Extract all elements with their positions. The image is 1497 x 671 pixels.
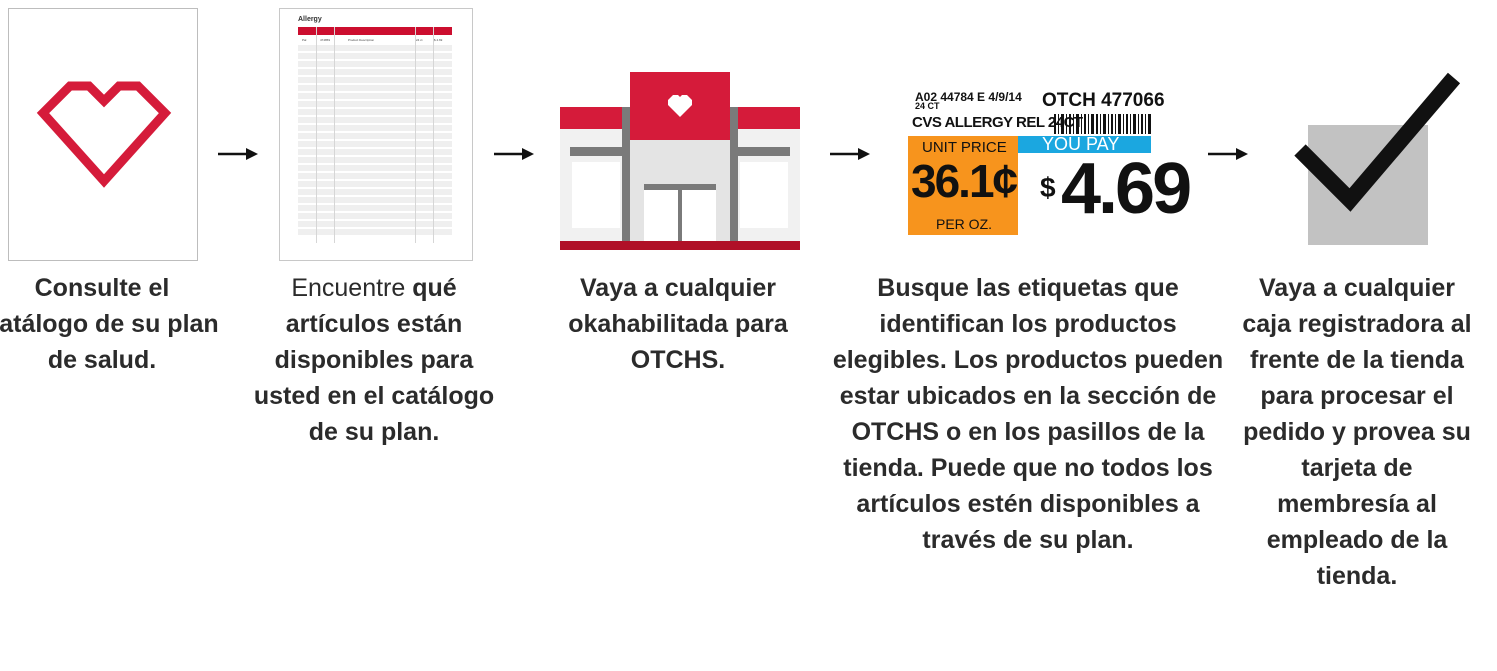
heart-icon [36,81,172,188]
catalog-cell: $ 4.69 [434,38,443,42]
checkmark-icon [1294,72,1461,245]
caption-bold: Vaya a cualquier caja registradora al fr… [1242,274,1472,590]
arrow-icon [218,148,258,160]
step-2-caption: Encuentre qué artículos están disponible… [250,270,498,450]
unit-price-label: UNIT PRICE [922,139,1007,156]
catalog-row: Pal 474859 Product Description 24 ct $ 4… [298,37,452,43]
tag-product: CVS ALLERGY REL 24CT [912,114,1083,131]
step-1-caption: Consulte el catálogo de su plan de salud… [0,270,222,378]
arrow-icon [830,148,870,160]
caption-bold: Busque las etiquetas que identifican los… [832,274,1224,554]
tag-code-line: A02 44784 E 4/9/14 [915,90,1022,104]
unit-price-box: UNIT PRICE 36.1¢ PER OZ. [908,136,1018,235]
price-tag-icon: A02 44784 E 4/9/14 24 CT OTCH 477066 CVS… [906,90,1192,238]
plan-catalog-card [8,8,198,261]
step-3-caption: Vaya a cualquier okahabilitada para OTCH… [548,270,808,378]
catalog-cell: Product Description [348,38,375,42]
you-pay-bar: YOU PAY [1018,134,1151,154]
catalog-cell: Pal [302,38,307,42]
caption-bold: qué artículos están disponibles para ust… [253,274,495,446]
tag-count: 24 CT [915,101,940,111]
price-currency: $ [1040,172,1056,203]
catalog-page-icon: Allergy Pal 474859 Product Description 2… [279,8,473,261]
catalog-rows [298,45,452,237]
catalog-cell: 474859 [320,38,331,42]
caption-bold: Vaya a cualquier okahabilitada para OTCH… [568,274,788,374]
catalog-cell: 24 ct [416,38,423,42]
step-5-caption: Vaya a cualquier caja registradora al fr… [1232,270,1482,594]
you-pay-label: YOU PAY [1042,134,1120,154]
caption-regular: Encuentre [291,274,413,302]
barcode-icon [1054,114,1151,134]
arrow-icon [494,148,534,160]
arrow-icon [1208,148,1248,160]
tag-sku: OTCH 477066 [1042,90,1165,111]
store-icon [560,72,800,250]
catalog-header-bar [298,27,452,35]
price-value: 4.69 [1061,149,1192,229]
unit-price-per: PER OZ. [936,216,993,232]
unit-price-value: 36.1¢ [911,155,1018,207]
step-4-caption: Busque las etiquetas que identifican los… [828,270,1228,558]
catalog-title: Allergy [298,16,322,23]
caption-bold: Consulte el catálogo de su plan de salud… [0,274,219,374]
